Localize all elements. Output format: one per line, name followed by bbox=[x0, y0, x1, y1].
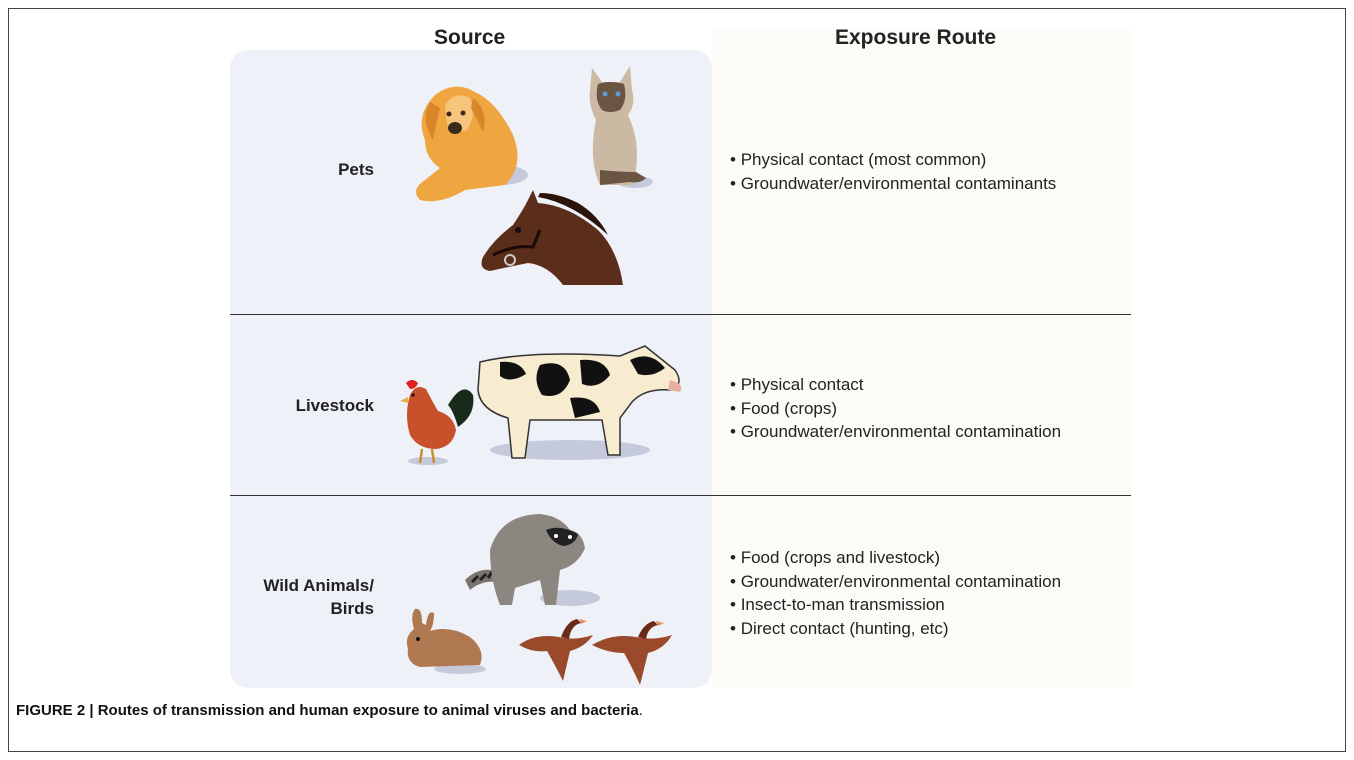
cow-illustration bbox=[470, 340, 690, 468]
figure-caption: FIGURE 2 | Routes of transmission and hu… bbox=[16, 702, 643, 719]
exposure-routes-pets: Physical contact (most common) Groundwat… bbox=[730, 148, 1056, 195]
route-item: Groundwater/environmental contamination bbox=[730, 420, 1061, 444]
row-divider-2 bbox=[230, 495, 1131, 496]
caption-end: . bbox=[639, 702, 643, 719]
exposure-routes-wild: Food (crops and livestock) Groundwater/e… bbox=[730, 546, 1061, 640]
route-item: Direct contact (hunting, etc) bbox=[730, 617, 1061, 641]
goose-illustration-1 bbox=[515, 615, 595, 683]
source-label-livestock: Livestock bbox=[270, 396, 374, 416]
route-item: Food (crops and livestock) bbox=[730, 546, 1061, 570]
route-item: Insect-to-man transmission bbox=[730, 593, 1061, 617]
route-item: Physical contact bbox=[730, 373, 1061, 397]
route-item: Groundwater/environmental contamination bbox=[730, 570, 1061, 594]
route-item: Food (crops) bbox=[730, 397, 1061, 421]
cat-illustration bbox=[580, 60, 655, 195]
source-label-line: Birds bbox=[240, 597, 374, 620]
rabbit-illustration bbox=[400, 605, 490, 675]
horse-illustration bbox=[478, 185, 628, 290]
route-item: Physical contact (most common) bbox=[730, 148, 1056, 172]
source-header: Source bbox=[434, 26, 505, 50]
rooster-illustration bbox=[398, 375, 478, 467]
row-divider-1 bbox=[230, 314, 1131, 315]
goose-illustration-2 bbox=[590, 617, 675, 687]
route-item: Groundwater/environmental contaminants bbox=[730, 172, 1056, 196]
caption-label: FIGURE 2 | Routes of transmission and hu… bbox=[16, 702, 639, 719]
raccoon-illustration bbox=[460, 510, 610, 610]
source-label-pets: Pets bbox=[290, 160, 374, 180]
source-label-wild-animals-birds: Wild Animals/ Birds bbox=[240, 574, 374, 620]
source-label-line: Wild Animals/ bbox=[240, 574, 374, 597]
exposure-route-header: Exposure Route bbox=[835, 26, 996, 50]
exposure-routes-livestock: Physical contact Food (crops) Groundwate… bbox=[730, 373, 1061, 444]
